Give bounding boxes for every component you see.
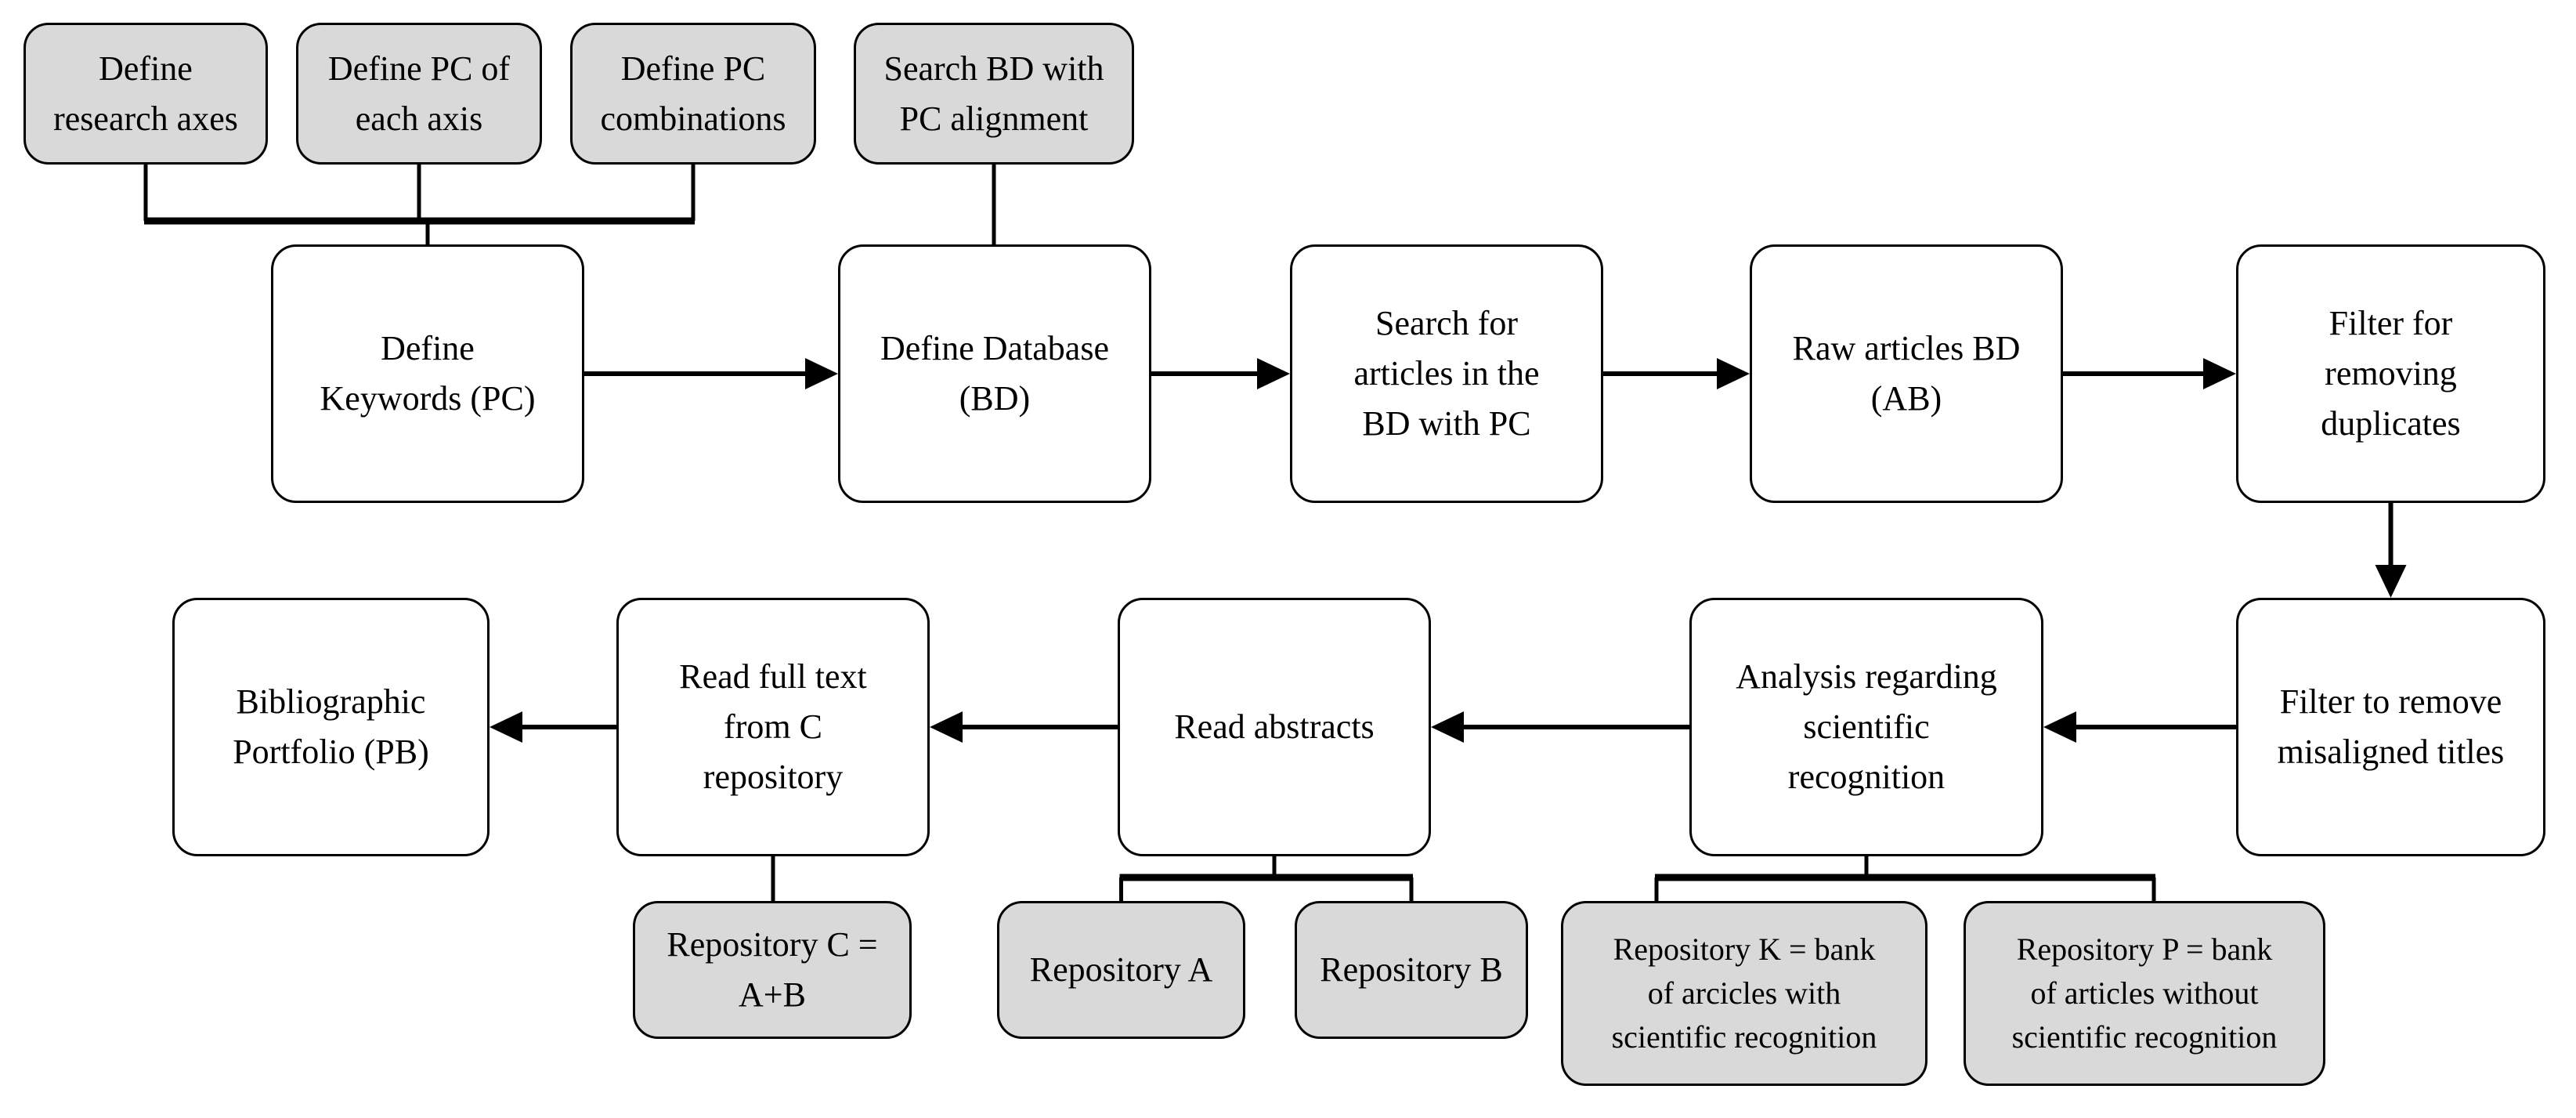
node-read-abstracts: Read abstracts xyxy=(1118,598,1431,856)
node-analysis-recognition: Analysis regarding scientific recognitio… xyxy=(1689,598,2043,856)
node-define-database: Define Database (BD) xyxy=(838,244,1151,503)
edge-raw-articles-to-filter-duplicates xyxy=(2063,358,2236,389)
node-label-search-bd-pc-alignment: Search BD with PC alignment xyxy=(883,49,1104,138)
node-label-read-abstracts: Read abstracts xyxy=(1174,707,1375,747)
node-label-bibliographic-portfolio: Bibliographic Portfolio (PB) xyxy=(233,682,429,771)
node-define-keywords: Define Keywords (PC) xyxy=(271,244,584,503)
node-label-define-research-axes: Define research axes xyxy=(53,49,238,138)
edge-read-full-text-to-bibliographic-portfolio xyxy=(490,711,616,743)
node-label-filter-misaligned: Filter to remove misaligned titles xyxy=(2277,682,2505,771)
node-label-define-pc-each-axis: Define PC of each axis xyxy=(327,49,511,138)
edge-define-keywords-to-define-database xyxy=(584,358,838,389)
node-label-repo-p: Repository P = bank of articles without … xyxy=(2011,932,2278,1055)
node-label-define-keywords: Define Keywords (PC) xyxy=(320,329,536,418)
edge-filter-misaligned-to-analysis-recognition xyxy=(2043,711,2236,743)
edge-read-abstracts-to-repo-a-repo-b xyxy=(1119,856,1414,901)
node-label-analysis-recognition: Analysis regarding scientific recognitio… xyxy=(1736,657,1997,796)
node-filter-misaligned: Filter to remove misaligned titles xyxy=(2236,598,2545,856)
node-repo-p: Repository P = bank of articles without … xyxy=(1964,901,2325,1086)
node-label-repo-k: Repository K = bank of arcicles with sci… xyxy=(1611,932,1877,1055)
node-label-repo-a: Repository A xyxy=(1029,950,1213,990)
node-define-research-axes: Define research axes xyxy=(23,23,268,165)
node-label-raw-articles: Raw articles BD (AB) xyxy=(1792,329,2021,418)
node-repo-b: Repository B xyxy=(1295,901,1528,1039)
node-label-search-articles: Search for articles in the BD with PC xyxy=(1353,304,1540,443)
node-search-articles: Search for articles in the BD with PC xyxy=(1290,244,1603,503)
node-filter-duplicates: Filter for removing duplicates xyxy=(2236,244,2545,503)
node-define-pc-each-axis: Define PC of each axis xyxy=(296,23,542,165)
node-repo-c: Repository C = A+B xyxy=(633,901,912,1039)
edge-analysis-recognition-to-read-abstracts xyxy=(1431,711,1689,743)
node-repo-k: Repository K = bank of arcicles with sci… xyxy=(1561,901,1927,1086)
edge-define-database-to-search-articles xyxy=(1151,358,1290,389)
node-label-repo-b: Repository B xyxy=(1320,950,1503,990)
node-repo-a: Repository A xyxy=(997,901,1245,1039)
edge-define-research-axes-define-pc-each-axis-define-pc-combinations-to-define-keywords xyxy=(143,165,695,244)
node-raw-articles: Raw articles BD (AB) xyxy=(1750,244,2063,503)
node-label-repo-c: Repository C = A+B xyxy=(667,925,878,1014)
node-label-read-full-text: Read full text from C repository xyxy=(679,657,867,796)
node-search-bd-pc-alignment: Search BD with PC alignment xyxy=(854,23,1134,165)
node-read-full-text: Read full text from C repository xyxy=(616,598,930,856)
node-label-filter-duplicates: Filter for removing duplicates xyxy=(2321,304,2461,443)
node-label-define-pc-combinations: Define PC combinations xyxy=(600,49,786,138)
edge-search-articles-to-raw-articles xyxy=(1603,358,1750,389)
edge-analysis-recognition-to-repo-k-repo-p xyxy=(1654,856,2156,901)
node-bibliographic-portfolio: Bibliographic Portfolio (PB) xyxy=(172,598,490,856)
node-label-define-database: Define Database (BD) xyxy=(880,329,1109,418)
edge-read-abstracts-to-read-full-text xyxy=(930,711,1118,743)
node-define-pc-combinations: Define PC combinations xyxy=(570,23,816,165)
edge-filter-duplicates-to-filter-misaligned xyxy=(2375,503,2407,598)
